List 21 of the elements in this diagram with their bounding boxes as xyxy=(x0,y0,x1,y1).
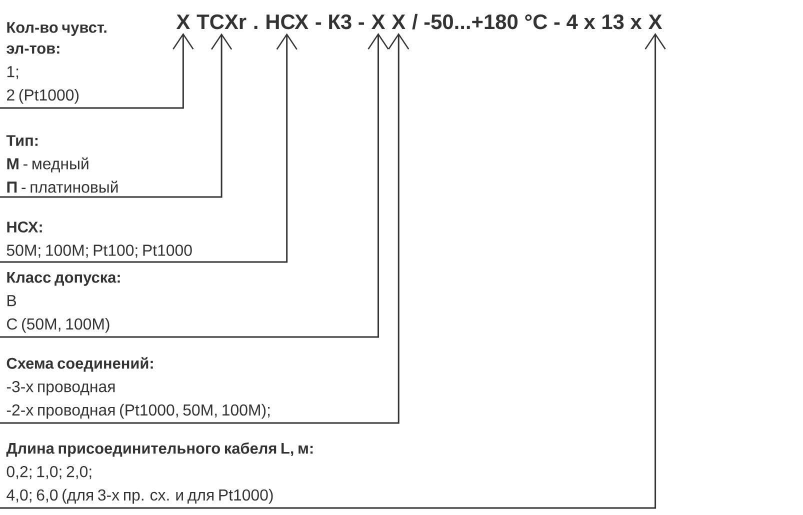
option-description: НСХ: 50М; 100М; Pt100; Pt1000 xyxy=(6,222,192,258)
option-description: Тип: М - медный П - платиновый xyxy=(6,135,118,193)
code-text: . xyxy=(254,26,258,29)
code-symbol: X xyxy=(392,14,406,29)
leader-arrow xyxy=(0,33,194,109)
leader-arrow xyxy=(0,33,410,424)
option-description: Класс допуска: В С (50М, 100М) xyxy=(7,272,120,333)
code-symbol: X xyxy=(176,14,190,29)
code-symbol: X xyxy=(648,14,662,29)
option-description: Схема соединений: -3-х проводная -2-х проводная (Pt1000, 50М, 100М); xyxy=(6,357,270,419)
code-symbol: TCXr xyxy=(196,14,246,30)
leader-arrow xyxy=(0,33,666,509)
code-symbol: НСХ xyxy=(266,14,308,30)
leader-arrow xyxy=(0,33,298,263)
leader-arrow xyxy=(0,33,389,338)
option-description: Длина присоединительного кабеля L, м: 0,2; 1,0; 2,0; 4,0; 6,0 (для 3-х пр. сх. и для Pt1000) xyxy=(6,442,313,504)
code-text: / -50...+180 °C - 4 x 13 x xyxy=(412,14,642,30)
code-text: - К3 - xyxy=(316,14,364,30)
code-symbol: X xyxy=(371,14,386,29)
leader-arrow xyxy=(0,33,232,198)
option-description: Кол-во чувст. эл-тов: 1; 2 (Pt1000) xyxy=(6,22,106,104)
